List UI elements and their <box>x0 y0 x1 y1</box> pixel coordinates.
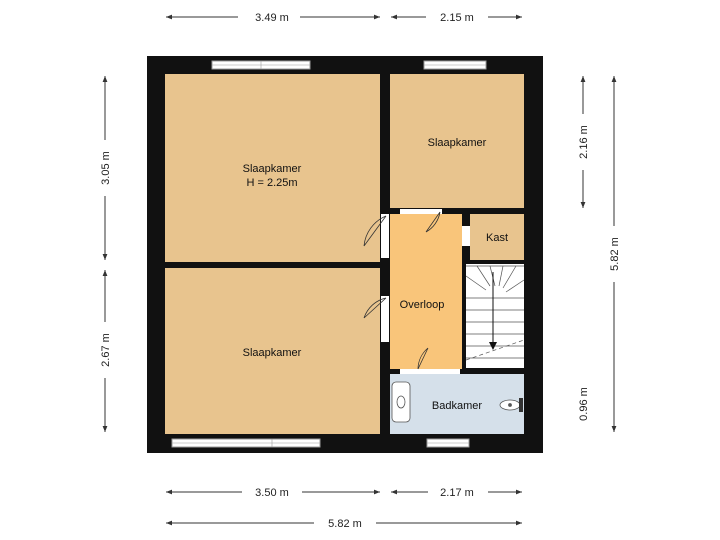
door-opening-top-right <box>400 209 442 214</box>
door-swing-top-left <box>363 215 387 247</box>
sink-icon <box>499 398 523 412</box>
dim-top-right: 2.15 m <box>440 12 474 24</box>
dim-right-total: 5.82 m <box>609 237 621 271</box>
room-closet[interactable] <box>470 214 524 260</box>
door-opening-top-left <box>381 214 389 258</box>
dim-left-lower: 2.67 m <box>100 333 112 367</box>
room-landing[interactable] <box>390 214 462 369</box>
label-landing: Overloop <box>400 299 445 311</box>
label-bathroom: Badkamer <box>432 400 482 412</box>
stairwell <box>466 264 524 368</box>
room-bedroom-top-right[interactable] <box>390 74 524 208</box>
dim-top-left: 3.49 m <box>255 12 289 24</box>
door-swing-bottom-left <box>363 297 387 319</box>
door-swing-top-right <box>425 211 441 233</box>
dim-bottom-right: 2.17 m <box>440 487 474 499</box>
label-bedroom-bottom-left: Slaapkamer <box>243 347 302 359</box>
door-opening-closet <box>462 226 470 246</box>
door-opening-bathroom <box>400 369 460 374</box>
door-opening-bottom-left <box>381 296 389 342</box>
label-bedroom-top-right: Slaapkamer <box>428 137 487 149</box>
label-closet: Kast <box>486 232 508 244</box>
room-bedroom-top-left[interactable] <box>165 74 380 262</box>
dim-bottom-total: 5.82 m <box>328 518 362 530</box>
staircase <box>465 265 525 361</box>
dim-right-lower: 0.96 m <box>578 387 590 421</box>
dim-right-upper: 2.16 m <box>578 125 590 159</box>
label-bedroom-top-left-height: H = 2.25m <box>246 177 297 189</box>
dim-left-upper: 3.05 m <box>100 151 112 185</box>
room-bedroom-bottom-left[interactable] <box>165 268 380 434</box>
dim-bottom-left: 3.50 m <box>255 487 289 499</box>
label-bedroom-top-left: Slaapkamer <box>243 163 302 175</box>
door-swing-bathroom <box>417 347 429 370</box>
toilet-icon <box>391 381 411 423</box>
